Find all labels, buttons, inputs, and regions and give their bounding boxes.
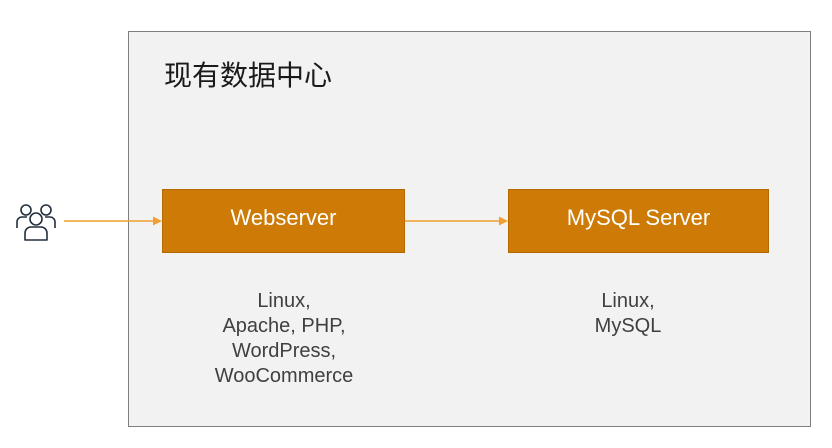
datacenter-title: 现有数据中心 bbox=[164, 59, 333, 92]
webserver-label: Webserver bbox=[230, 205, 337, 230]
arrow-users-to-webserver bbox=[64, 216, 162, 226]
webserver-box[interactable]: Webserver bbox=[162, 189, 405, 253]
webserver-stack-line: WooCommerce bbox=[214, 365, 354, 387]
webserver-stack-line: Linux, bbox=[257, 290, 311, 312]
webserver-stack-line: WordPress, bbox=[231, 340, 337, 362]
mysql-server-box[interactable]: MySQL Server bbox=[508, 189, 769, 253]
webserver-stack-line: Apache, PHP, bbox=[222, 315, 346, 337]
mysql-stack-line: MySQL bbox=[594, 315, 662, 337]
mysql-stack-line: Linux, bbox=[601, 290, 655, 312]
arrow-webserver-to-mysql bbox=[405, 216, 508, 226]
mysql-server-label: MySQL Server bbox=[566, 205, 711, 230]
mysql-stack-text: Linux, MySQL bbox=[528, 289, 728, 339]
webserver-stack-text: Linux, Apache, PHP, WordPress, WooCommer… bbox=[184, 289, 384, 389]
users-icon bbox=[16, 204, 56, 241]
